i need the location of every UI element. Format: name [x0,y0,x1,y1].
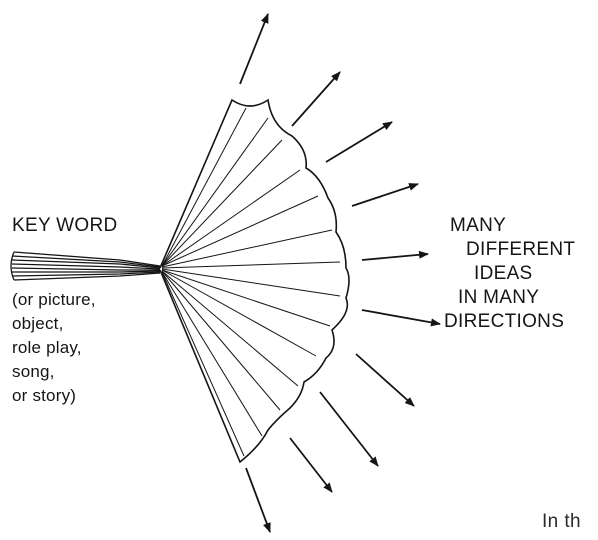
key-word-note-line-1: (or picture, [12,288,96,311]
key-word-note-line-2: object, [12,312,64,335]
key-word-note-line-5: or story) [12,384,76,407]
fan-outline [160,100,349,462]
key-word-note-line-4: song, [12,360,55,383]
arrow-1 [240,14,268,84]
arrow-2 [292,72,340,126]
arrow-4 [352,184,418,206]
result-label-line-1: MANY [450,214,506,238]
key-word-stem [11,252,160,280]
arrow-8 [320,392,378,466]
result-label-line-3: IDEAS [474,262,533,286]
arrow-10 [246,468,270,532]
arrow-7 [356,354,414,406]
key-word-label: KEY WORD [12,214,118,238]
result-label-line-2: DIFFERENT [466,238,575,262]
arrow-6 [362,310,440,324]
result-label-line-4: IN MANY [458,286,539,310]
footer-text-fragment: In th [542,510,581,534]
key-word-note-line-3: role play, [12,336,82,359]
arrow-3 [326,122,392,162]
result-label-line-5: DIRECTIONS [444,310,564,334]
arrow-5 [362,254,428,260]
idea-arrows [240,14,440,532]
fan-pleats [162,108,340,456]
arrow-9 [290,438,332,492]
